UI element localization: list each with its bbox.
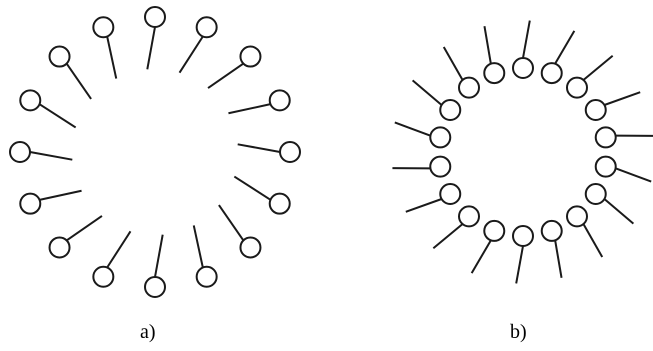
molecule-head: [280, 142, 300, 162]
molecule-head: [484, 221, 504, 241]
molecule-tail: [67, 64, 91, 99]
molecule-head: [542, 221, 562, 241]
molecule-tail: [155, 235, 163, 277]
molecule-tail: [516, 246, 523, 283]
molecule-head: [20, 90, 40, 110]
molecule-head: [542, 63, 562, 83]
molecule-tail: [234, 177, 270, 200]
molecule-head: [596, 157, 616, 177]
molecule-tail: [604, 92, 640, 105]
molecule-head: [567, 78, 587, 98]
molecule-tail: [395, 122, 431, 135]
molecule-head: [145, 277, 165, 297]
molecule-head: [10, 142, 30, 162]
molecule-head: [20, 194, 40, 214]
molecule-tail: [484, 26, 490, 63]
molecule-tail: [107, 37, 116, 79]
molecule-tail: [67, 216, 102, 240]
molecule-tail: [107, 231, 130, 267]
molecule-tail: [523, 21, 530, 58]
molecule-head: [440, 184, 460, 204]
molecule-tail: [40, 191, 82, 200]
micelle-a: [10, 7, 300, 297]
molecule-tail: [180, 37, 203, 73]
molecule-head: [459, 206, 479, 226]
molecule-tail: [444, 47, 463, 80]
caption-a: a): [140, 322, 156, 342]
molecule-head: [567, 206, 587, 226]
molecule-head: [240, 237, 260, 257]
molecule-tail: [208, 64, 243, 88]
caption-b: b): [510, 322, 527, 342]
molecule-head: [93, 267, 113, 287]
molecule-tail: [228, 104, 270, 113]
molecule-tail: [147, 27, 155, 69]
molecule-tail: [472, 240, 491, 273]
molecule-head: [586, 184, 606, 204]
molecule-tail: [194, 225, 203, 267]
molecule-head: [513, 58, 533, 78]
molecule-head: [145, 7, 165, 27]
molecule-tail: [616, 168, 652, 181]
molecule-head: [197, 267, 217, 287]
molecule-head: [596, 127, 616, 147]
molecule-tail: [238, 144, 280, 152]
molecule-tail: [583, 56, 612, 80]
micelle-b: [392, 21, 653, 284]
molecule-head: [240, 47, 260, 67]
molecule-head: [93, 17, 113, 37]
molecule-head: [197, 17, 217, 37]
molecule-tail: [555, 240, 561, 277]
molecule-tail: [555, 31, 574, 64]
molecule-tail: [219, 205, 243, 240]
molecule-head: [440, 100, 460, 120]
molecule-tail: [413, 80, 442, 105]
molecule-head: [484, 63, 504, 83]
molecule-head: [586, 100, 606, 120]
molecule-head: [270, 90, 290, 110]
molecule-head: [50, 47, 70, 67]
molecule-head: [50, 237, 70, 257]
molecule-head: [513, 226, 533, 246]
molecule-tail: [604, 199, 633, 224]
molecule-tail: [40, 104, 76, 127]
molecule-tail: [406, 199, 442, 212]
molecule-head: [270, 194, 290, 214]
molecule-head: [430, 157, 450, 177]
molecule-tail: [30, 152, 72, 160]
molecule-tail: [583, 224, 602, 257]
molecule-head: [430, 127, 450, 147]
molecule-head: [459, 78, 479, 98]
molecule-tail: [433, 224, 462, 248]
